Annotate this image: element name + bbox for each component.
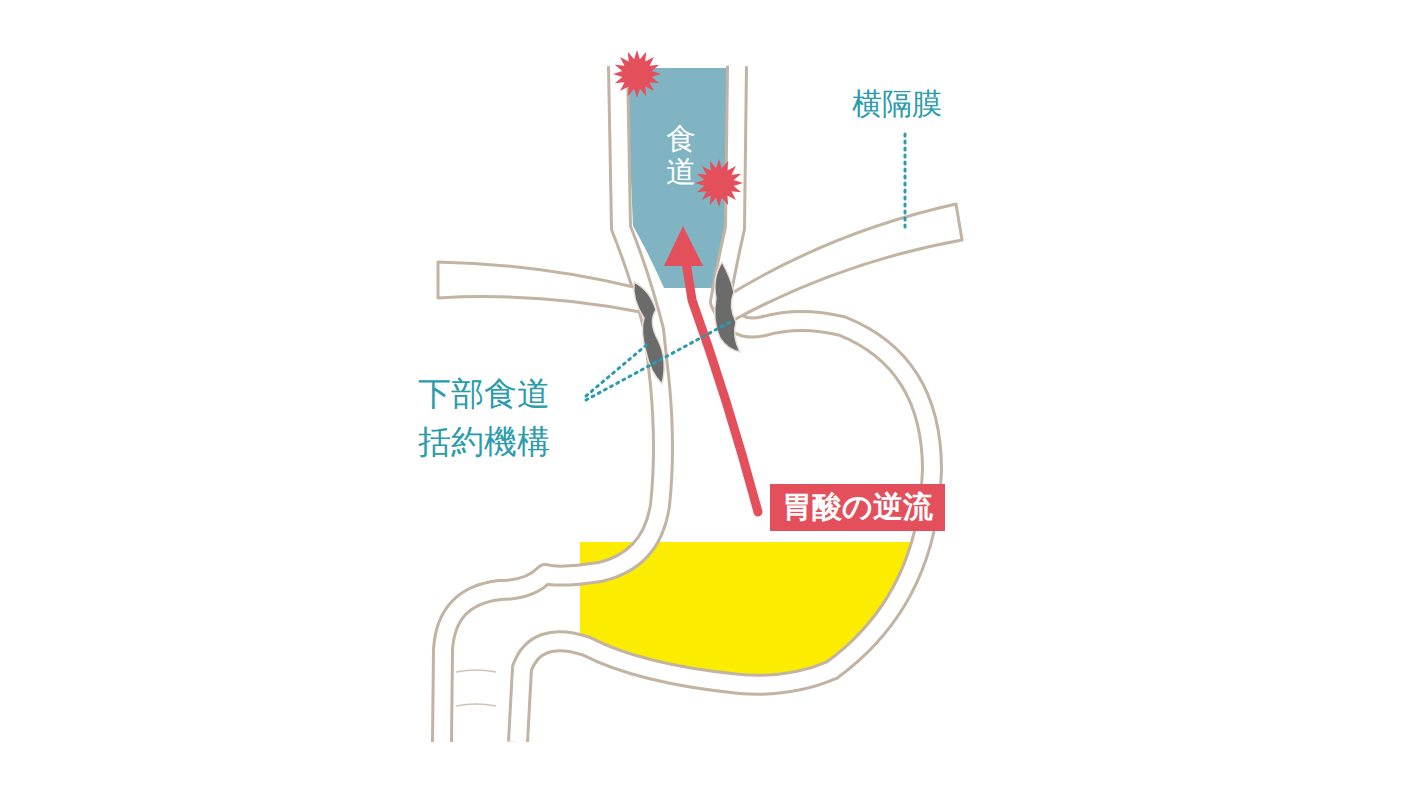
diaphragm-left	[438, 262, 640, 312]
sphincter-right	[715, 262, 740, 352]
duodenum-folds	[456, 670, 496, 706]
part-label: 下部食道 括約機構	[418, 370, 568, 466]
irritation-burst	[613, 50, 661, 98]
irritation-burst	[695, 159, 743, 207]
part-label: 横隔膜	[852, 84, 942, 123]
callout-text: 胃酸の逆流	[782, 488, 933, 526]
sphincter-left	[634, 282, 665, 384]
organ-label: 食道	[666, 122, 696, 188]
leader-lines	[586, 134, 905, 400]
reflux-arrow	[686, 262, 758, 512]
callout-box: 胃酸の逆流	[770, 484, 945, 531]
reflux-arrowhead	[664, 226, 703, 266]
diaphragm-right	[724, 204, 962, 322]
